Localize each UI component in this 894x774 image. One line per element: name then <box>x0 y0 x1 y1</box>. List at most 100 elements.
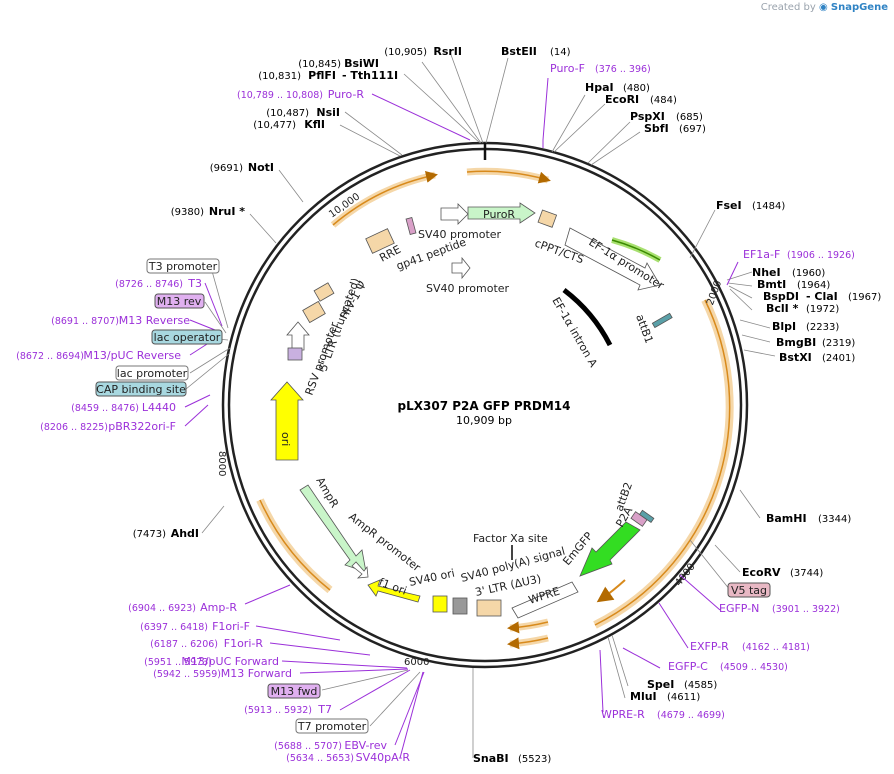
enzyme-name: BstXI <box>779 351 812 364</box>
enzyme-pos: (10,905) <box>384 47 427 58</box>
primer-name: M13/pUC Forward <box>181 655 279 668</box>
enzyme-name: PspXI <box>630 110 665 123</box>
primer-range: (5942 .. 5959) <box>153 669 221 680</box>
enzyme-name: NruI * <box>209 205 245 218</box>
boxed-label-v5-tag: V5 tag <box>727 582 771 598</box>
rre-box <box>365 228 395 254</box>
sv40-promoter-arrow-top <box>440 203 469 225</box>
gp41-box <box>405 217 417 235</box>
enzyme-name: NheI <box>752 266 781 279</box>
primer-name: L4440 <box>142 401 176 414</box>
enzyme-pos: (7473) <box>133 529 166 540</box>
enzyme-name: BlpI <box>772 320 796 333</box>
primer-name: T7 <box>317 703 332 716</box>
boxed-label-m13-fwd: M13 fwd <box>267 683 321 699</box>
feature-label: SV40 promoter <box>418 228 502 241</box>
enzyme-name: BamHI <box>766 512 807 525</box>
enzyme-pos: (5523) <box>518 754 551 765</box>
boxed-label-t3-promoter: T3 promoter <box>146 258 220 274</box>
snapgene-logo-icon: ◉ <box>818 2 828 13</box>
ruler-label: 6000 <box>404 657 429 668</box>
enzyme-pos: (1964) <box>797 280 830 291</box>
primer-leaders <box>184 77 739 759</box>
f1-ori-arrow <box>367 579 421 603</box>
primer-range: (10,789 .. 10,808) <box>237 90 323 101</box>
wpre-arrow <box>511 581 579 619</box>
emgfp-arrow <box>579 521 641 577</box>
boxed-label-text: V5 tag <box>731 584 767 597</box>
primer-range: (8691 .. 8707) <box>51 316 119 327</box>
plasmid-size: 10,909 bp <box>456 414 512 427</box>
attb1-box <box>651 312 673 329</box>
ef1a-intron-arc <box>562 288 613 347</box>
primer-name: SV40pA-R <box>356 751 411 764</box>
enzyme-alt: - Tth111I <box>342 69 398 82</box>
boxed-label-text: CAP binding site <box>96 383 186 396</box>
enzyme-name: FseI <box>716 199 742 212</box>
cppt-box <box>537 209 558 228</box>
primer-range: (5634 .. 5653) <box>286 753 354 764</box>
feature-shapes <box>270 202 673 619</box>
enzyme-name: MluI <box>630 690 657 703</box>
enzyme-pos: (10,487) <box>266 108 309 119</box>
enzyme-pos: (1972) <box>806 304 839 315</box>
enzyme-pos: (697) <box>679 124 706 135</box>
boxed-labels: T3 promoter M13 rev lac operator lac pro… <box>95 258 771 734</box>
ori-arrow <box>270 381 304 461</box>
sv40-promoter-arrow-mid <box>451 256 471 280</box>
enzyme-pos: (4611) <box>667 692 700 703</box>
primer-name: EGFP-C <box>668 660 708 673</box>
feature-label: RSV promoter <box>303 320 342 397</box>
plasmid-name: pLX307 P2A GFP PRDM14 <box>398 399 571 413</box>
enzyme-pos: (10,831) <box>258 71 301 82</box>
primer-range: (8459 .. 8476) <box>71 403 139 414</box>
enzyme-name: NsiI <box>316 106 340 119</box>
primer-range: (6397 .. 6418) <box>140 622 208 633</box>
primer-range: (4509 .. 4530) <box>720 662 788 673</box>
enzyme-name: EcoRI <box>605 93 639 106</box>
puror-arrow <box>467 202 536 224</box>
primer-labels: Puro-F (376 .. 396) EF1a-F (1906 .. 1926… <box>16 62 855 764</box>
enzyme-name: BmgBI <box>776 336 816 349</box>
primer-name: EBV-rev <box>344 739 387 752</box>
primer-range: (6187 .. 6206) <box>150 639 218 650</box>
feature-label: PuroR <box>483 208 515 221</box>
enzyme-name: SbfI <box>644 122 669 135</box>
enzyme-name: SnaBI <box>473 752 509 765</box>
plasmid-title: pLX307 P2A GFP PRDM14 10,909 bp <box>398 399 571 427</box>
boxed-label-t7-promoter: T7 promoter <box>295 718 369 734</box>
enzyme-name: EcoRV <box>742 566 781 579</box>
feature-label: SV40 promoter <box>426 282 510 295</box>
enzyme-name: BclI * <box>766 302 799 315</box>
backbone <box>221 141 749 669</box>
enzyme-leaders <box>201 51 776 758</box>
enzyme-pos: (4585) <box>684 680 717 691</box>
primer-name: WPRE-R <box>601 708 645 721</box>
enzyme-name: RsrII <box>433 45 462 58</box>
boxed-label-m13-rev: M13 rev <box>154 293 205 309</box>
primer-name: EF1a-F <box>743 248 780 261</box>
boxed-label-text: lac operator <box>154 331 221 344</box>
enzyme-pos: (2233) <box>806 322 839 333</box>
primer-name: EXFP-R <box>690 640 729 653</box>
outer-feature-arcs <box>256 167 734 650</box>
feature-label: ori <box>279 432 292 446</box>
primer-name: EGFP-N <box>719 602 759 615</box>
primer-name: M13 Reverse <box>119 314 190 327</box>
enzyme-name: BmtI <box>757 278 786 291</box>
enzyme-name: BsiWI <box>344 57 379 70</box>
enzyme-pos: (2319) <box>822 338 855 349</box>
enzyme-pos: (685) <box>676 112 703 123</box>
enzyme-pos: (1484) <box>752 201 785 212</box>
feature-label: attB2 <box>613 480 635 513</box>
enzyme-alt: - ClaI <box>806 290 838 303</box>
enzyme-pos: (3344) <box>818 514 851 525</box>
boxed-label-lac-operator: lac operator <box>151 329 223 345</box>
boxed-label-text: M13 rev <box>157 295 202 308</box>
enzyme-pos: (9380) <box>171 207 204 218</box>
boxed-label-text: lac promoter <box>117 367 188 380</box>
boxed-label-text: M13 fwd <box>271 685 318 698</box>
ampr-arrow <box>299 484 367 573</box>
enzyme-pos: (10,477) <box>253 120 296 131</box>
enzyme-labels: BstEII (14) HpaI (480) EcoRI (484) PspXI… <box>473 45 881 765</box>
